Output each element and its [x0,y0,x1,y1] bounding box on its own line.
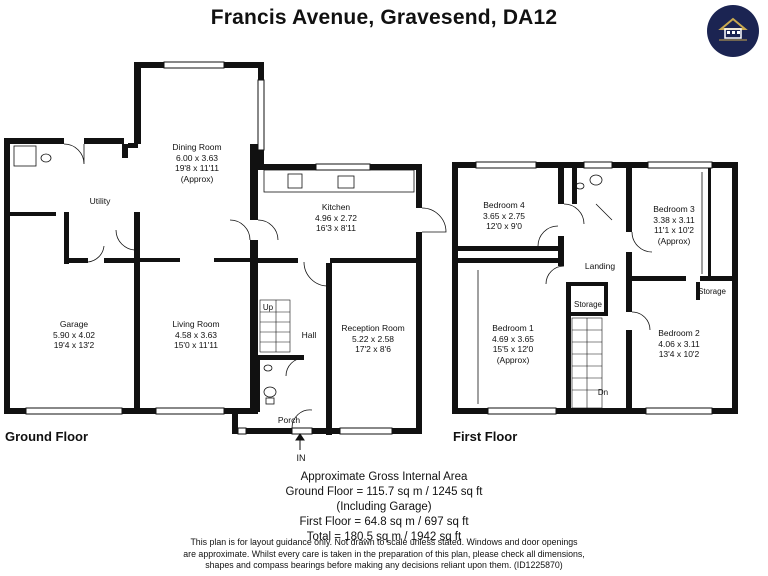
disclaimer-line-2: are approximate. Whilst every care is ta… [183,548,585,559]
room-reception: Reception Room 5.22 x 2.58 17'2 x 8'6 [341,323,405,354]
ground-floor-doors [63,143,447,429]
room-hall: Hall [301,330,317,340]
room-bedroom-1: Bedroom 1 4.69 x 3.65 15'5 x 12'0 (Appro… [491,323,535,365]
room-storage-1: Storage [573,300,603,309]
area-heading: Approximate Gross Internal Area [300,471,468,483]
stairs-down-label: Dn [597,388,609,397]
ground-floor-windows [25,61,393,435]
room-bedroom-4: Bedroom 4 3.65 x 2.75 12'0 x 9'0 [482,200,526,231]
first-floor-bathroom [477,172,703,404]
area-summary: Approximate Gross Internal Area Ground F… [0,470,768,545]
room-bedroom-3: Bedroom 3 3.38 x 3.11 11'1 x 10'2 (Appro… [653,204,695,246]
area-first: First Floor = 64.8 sq m / 697 sq ft [299,516,469,528]
room-porch: Porch [277,415,301,425]
ground-floor-label: Ground Floor [5,429,89,444]
ground-stairs [259,299,291,353]
first-floor-label: First Floor [453,429,518,444]
ground-floor-walls [4,62,422,435]
area-ground: Ground Floor = 115.7 sq m / 1245 sq ft [285,486,483,498]
plan-title: Francis Avenue, Gravesend, DA12 [210,6,558,29]
room-garage: Garage 5.90 x 4.02 19'4 x 13'2 [52,319,96,350]
entrance-label: IN [296,453,306,463]
stairs-up-label: Up [262,303,274,312]
room-storage-2: Storage [697,287,727,296]
area-total: Total = 180.5 sq m / 1942 sq ft [306,531,462,543]
floor-plan-drawing [4,61,738,450]
kitchen-counter [263,169,415,193]
first-floor-walls [452,162,738,414]
first-floor-stairs [571,317,603,409]
entrance-arrow [295,433,305,450]
room-landing: Landing [584,261,616,271]
room-bedroom-2: Bedroom 2 4.06 x 3.11 13'4 x 10'2 [658,328,700,359]
room-living: Living Room 4.58 x 3.63 15'0 x 11'11 [172,319,220,350]
agency-logo [707,5,759,57]
area-garage-note: (Including Garage) [336,501,432,513]
room-dining: Dining Room 6.00 x 3.63 19'8 x 11'11 (Ap… [172,142,222,184]
room-kitchen: Kitchen 4.96 x 2.72 16'3 x 8'11 [314,202,358,233]
disclaimer-line-3: shapes and compass bearings before makin… [205,560,563,570]
sanitary-fixtures [13,145,277,405]
room-utility: Utility [89,196,111,206]
house-logo-icon [718,17,748,41]
first-floor-doors [537,203,653,331]
disclaimer-line-1: This plan is for layout guidance only. N… [190,537,578,547]
first-floor-windows [475,161,713,415]
disclaimer: This plan is for layout guidance only. N… [0,537,768,572]
